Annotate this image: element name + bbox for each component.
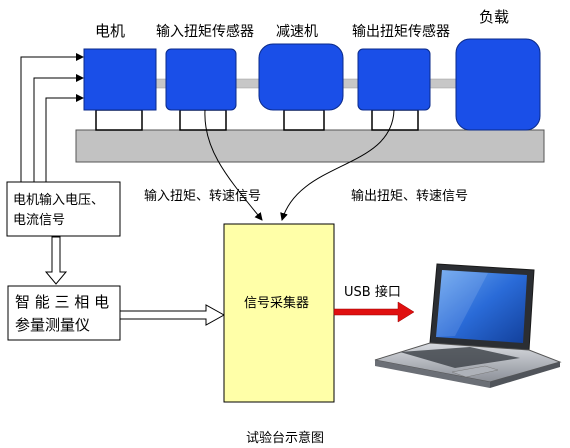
motor-label: 电机 — [95, 22, 125, 40]
motor-mount — [95, 109, 143, 131]
meter-line2: 参量测量仪 — [15, 316, 90, 334]
output-sensor-label: 输出扭矩传感器 — [352, 23, 450, 40]
motor-feed-line-2 — [33, 74, 84, 182]
input-sensor-block — [165, 48, 237, 111]
laptop-icon — [374, 263, 562, 388]
output-signal-curve — [280, 109, 395, 221]
input-sensor-label: 输入扭矩传感器 — [156, 23, 254, 40]
motor-feed-line-3 — [45, 94, 84, 182]
motor-signal-line1: 电机输入电压、 — [13, 192, 104, 208]
input-sensor-mount — [179, 109, 227, 131]
reducer-block — [258, 43, 344, 111]
collector-label: 信号采集器 — [244, 295, 309, 311]
motor-block — [83, 48, 157, 111]
usb-arrow — [333, 301, 415, 323]
reducer-label: 减速机 — [276, 24, 318, 40]
load-label: 负载 — [479, 8, 509, 26]
meter-box — [7, 285, 121, 341]
hollow-down-arrow — [44, 236, 68, 285]
diagram-caption: 试验台示意图 — [246, 430, 324, 446]
meter-line1: 智 能 三 相 电 — [15, 293, 109, 311]
motor-signal-box — [6, 181, 121, 237]
usb-label: USB 接口 — [344, 284, 401, 300]
input-signal-curve — [204, 109, 263, 221]
output-sensor-mount — [371, 109, 419, 131]
hollow-right-arrow — [119, 304, 226, 326]
motor-feed-line-1 — [20, 53, 84, 182]
reducer-mount — [283, 109, 325, 131]
signal-collector-box — [223, 223, 335, 403]
output-signal-label: 输出扭矩、转速信号 — [351, 188, 468, 204]
base-plate — [75, 129, 545, 163]
output-sensor-block — [357, 48, 431, 111]
load-block — [455, 38, 541, 131]
motor-signal-line2: 电流信号 — [13, 213, 65, 228]
input-signal-label: 输入扭矩、转速信号 — [144, 188, 261, 204]
